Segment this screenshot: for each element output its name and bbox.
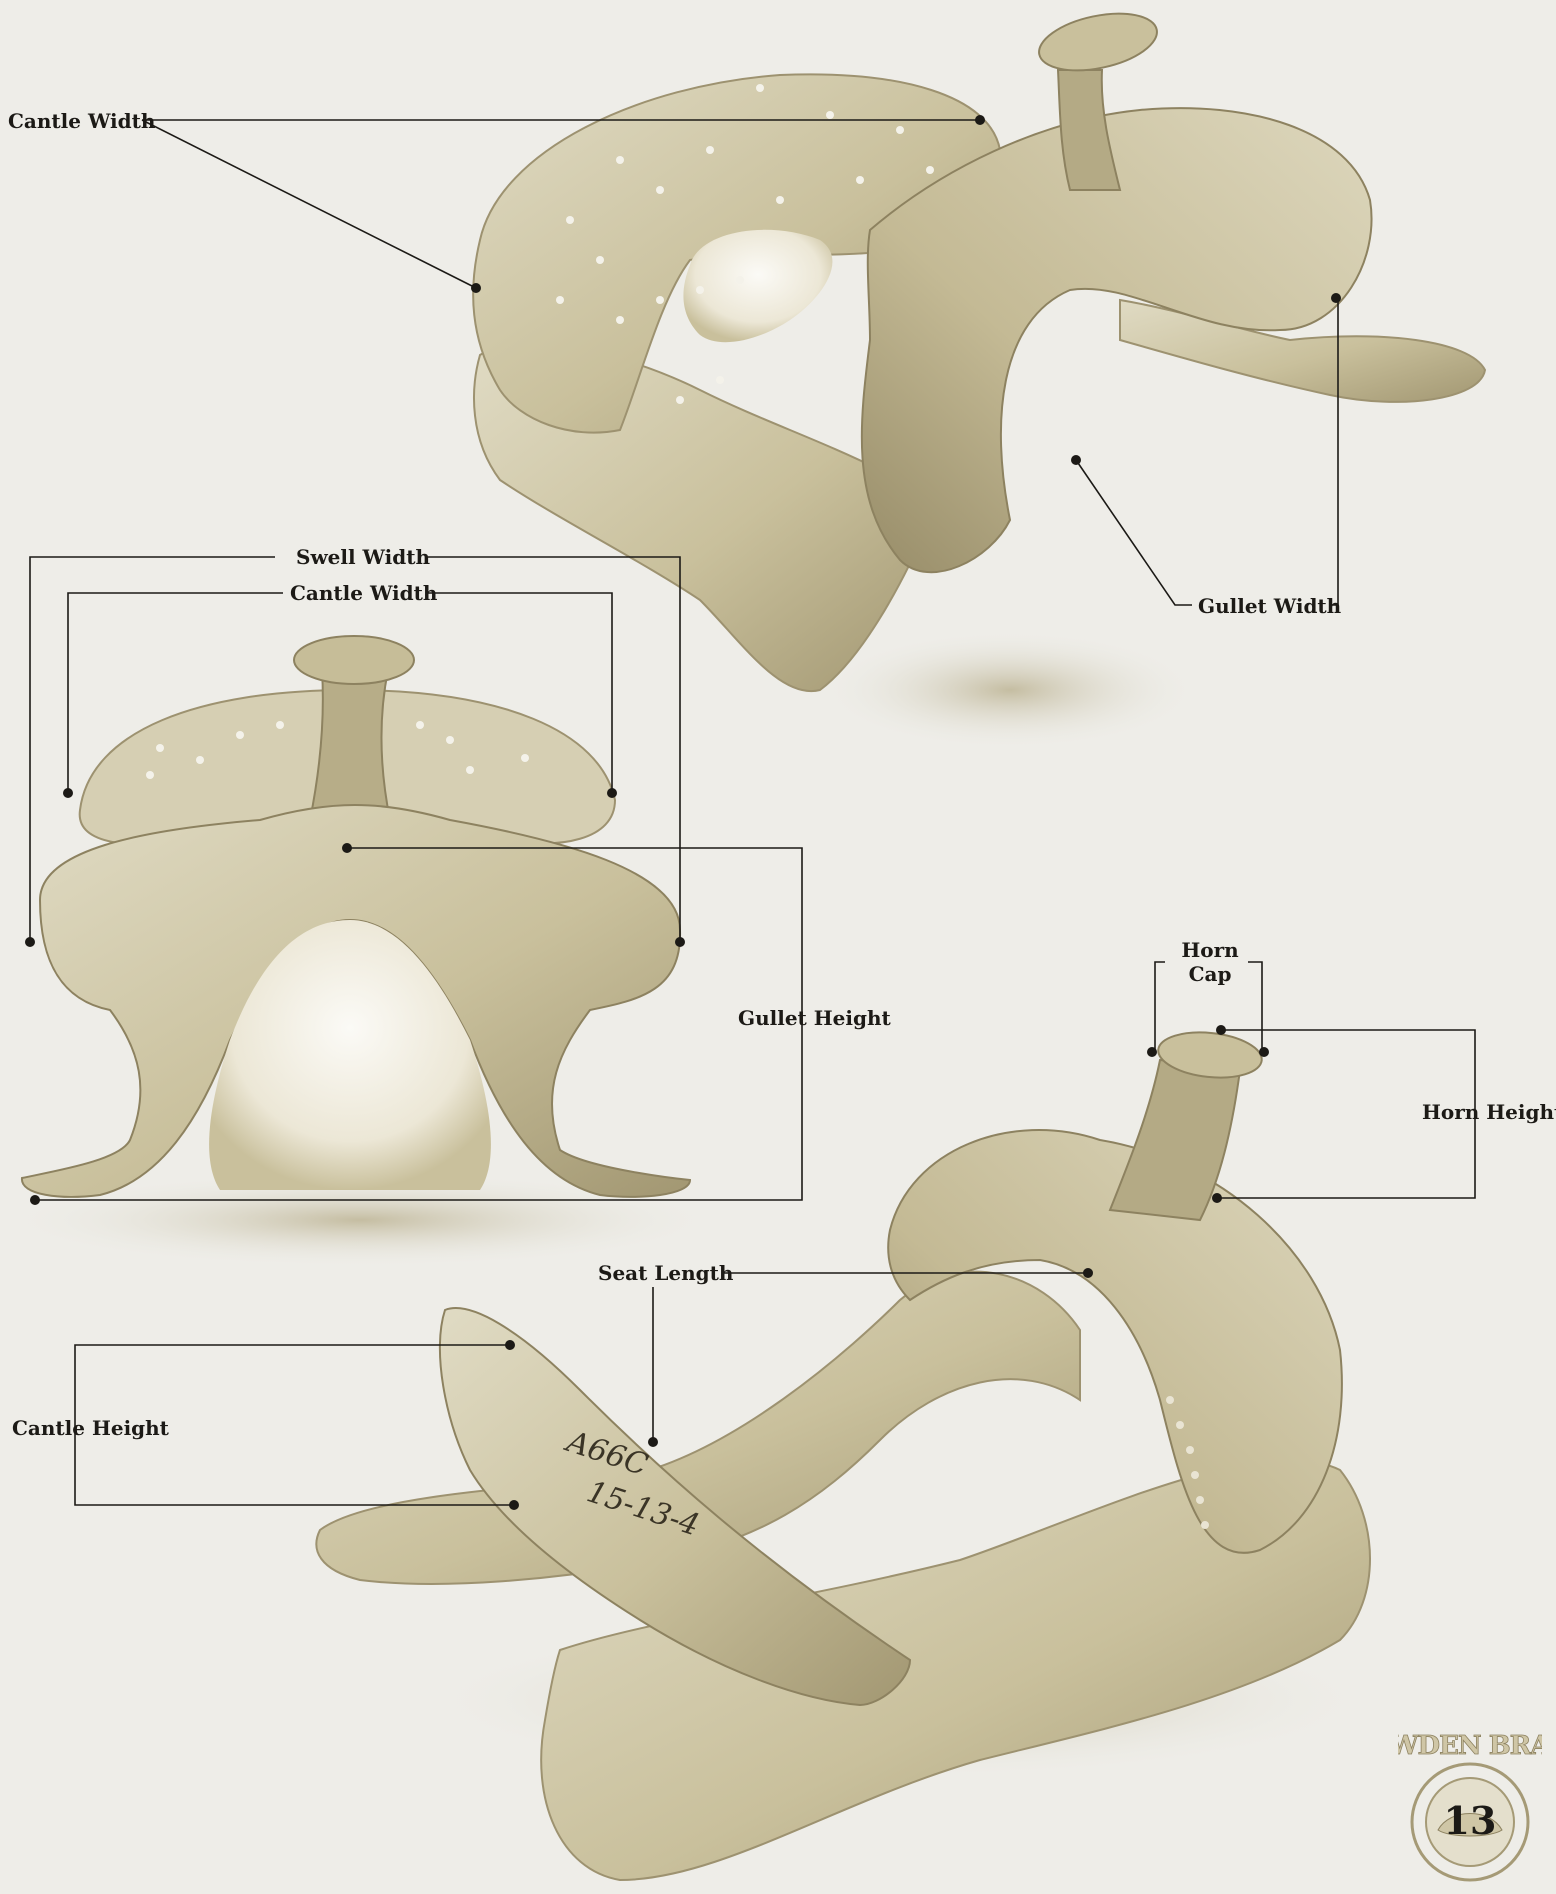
horn-cap bbox=[294, 636, 414, 684]
horn-cap bbox=[1034, 4, 1162, 80]
label-seat-length: Seat Length bbox=[598, 1261, 733, 1285]
label-gullet-width: Gullet Width bbox=[1198, 594, 1341, 618]
label-swell-width: Swell Width bbox=[296, 545, 430, 569]
svg-text:13: 13 bbox=[1444, 1798, 1497, 1843]
horn-neck bbox=[310, 670, 390, 820]
cantle-opening bbox=[683, 230, 832, 342]
label-cantle-height: Cantle Height bbox=[12, 1416, 169, 1440]
label-horn-cap-line2: Cap bbox=[1178, 962, 1242, 986]
label-horn-cap-line1: Horn bbox=[1178, 938, 1242, 962]
label-gullet-height: Gullet Height bbox=[738, 1006, 891, 1030]
shadow bbox=[820, 630, 1200, 750]
label-cantle-width-top: Cantle Width bbox=[8, 109, 155, 133]
label-cantle-width-front: Cantle Width bbox=[290, 581, 437, 605]
label-horn-height: Horn Height bbox=[1422, 1100, 1556, 1124]
svg-text:BOWDEN BRAND: BOWDEN BRAND bbox=[1398, 1731, 1542, 1761]
label-horn-cap: Horn Cap bbox=[1178, 938, 1242, 986]
bowden-brand-logo: BOWDEN BRAND 13 bbox=[1398, 1726, 1542, 1886]
